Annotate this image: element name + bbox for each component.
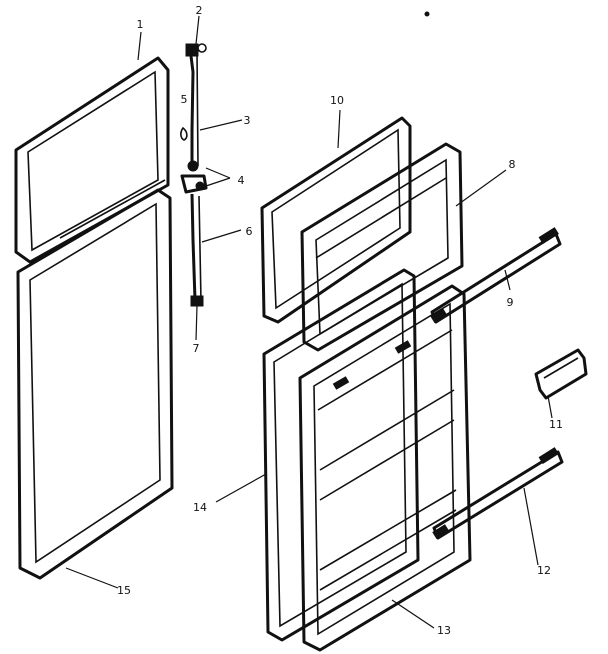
callout-11: 11 (549, 418, 563, 431)
bottom-hinge (190, 295, 204, 307)
top-hinge-pin (185, 43, 199, 57)
part-10-freezer-gasket (260, 116, 412, 324)
callout-1: 1 (137, 18, 144, 31)
callout-8: 8 (509, 158, 516, 171)
part-8-freezer-liner (300, 142, 464, 352)
part-14-fresh-food-gasket (262, 268, 420, 642)
callout-9: 9 (507, 296, 514, 309)
part-11-shelf-end-cap (534, 348, 588, 400)
center-hinge-bushing (187, 160, 199, 172)
hinge-screw (197, 43, 207, 53)
callout-6: 6 (246, 225, 253, 238)
center-hinge (180, 174, 208, 194)
callout-4: 4 (238, 174, 245, 187)
callout-15: 15 (117, 584, 131, 597)
stray-mark (424, 11, 430, 17)
callout-10: 10 (330, 94, 344, 107)
callouts: 1 2 3 4 5 6 7 8 9 10 11 12 13 14 15 (117, 4, 563, 637)
part-1-upper-gasket (14, 56, 170, 264)
part-9-shelf-bar (430, 227, 562, 324)
part-13-fresh-food-liner (298, 284, 472, 652)
callout-5: 5 (181, 93, 188, 106)
leader-lines (65, 15, 553, 629)
part-5-shim (180, 126, 188, 141)
callout-13: 13 (437, 624, 451, 637)
part-15-lower-gasket (16, 188, 174, 580)
callout-2: 2 (196, 4, 203, 17)
callout-14: 14 (193, 501, 207, 514)
hinge-assembly (180, 43, 208, 307)
callout-7: 7 (193, 342, 200, 355)
callout-12: 12 (537, 564, 551, 577)
part-12-shelf-bar (432, 447, 564, 540)
callout-3: 3 (244, 114, 251, 127)
